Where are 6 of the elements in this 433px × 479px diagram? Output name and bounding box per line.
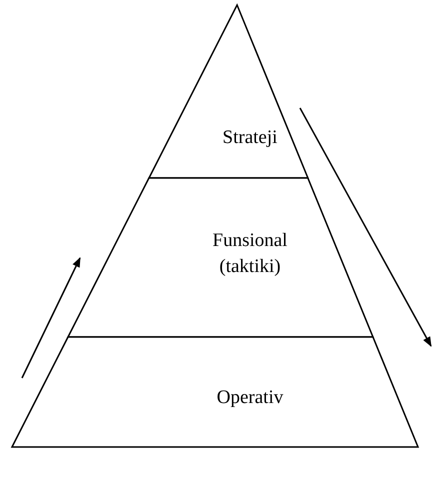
pyramid-tier bbox=[148, 5, 308, 178]
tier-label: Strateji bbox=[222, 126, 278, 150]
tier-label: Operativ bbox=[216, 386, 284, 410]
pyramid-tier bbox=[68, 178, 373, 337]
pyramid-tier bbox=[12, 337, 418, 447]
tier-label: Funsional (taktiki) bbox=[212, 229, 288, 279]
